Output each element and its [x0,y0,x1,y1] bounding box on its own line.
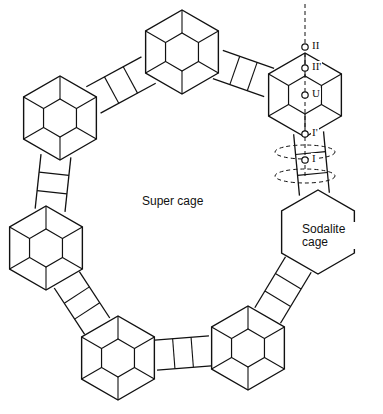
square-face-edge [24,97,44,109]
prism-edge [79,272,109,318]
square-face-edge [82,368,102,380]
sodalite-outline [212,306,285,390]
prism-edge [265,291,291,307]
site-label: U [311,88,321,100]
cation-site [302,44,308,50]
prism-edge [54,288,84,334]
prism-edge [65,157,71,211]
hexagon-face [166,33,199,71]
square-face-edge [264,327,284,339]
cation-site [302,157,308,163]
square-face-edge [269,74,289,86]
cage-label: Super cage [142,195,203,208]
square-face-edge [247,306,248,329]
prism-edge [37,191,67,194]
prism-edge [213,79,264,97]
prism-edge [101,83,156,113]
prism-edge [191,337,193,367]
square-face-edge [82,337,102,349]
square-face-edge [45,206,46,229]
prism-edge [324,131,330,192]
square-face-edge [198,31,218,43]
square-face-edge [212,358,232,370]
square-face-edge [10,227,30,239]
prism-edge [298,173,328,176]
sodalite-outline [10,206,83,290]
square-face-edge [117,377,118,400]
site-label: II [311,40,320,52]
prism-edge [294,134,300,195]
square-face-edge [269,105,289,117]
square-face-edge [212,327,232,339]
square-face-edge [181,10,182,33]
square-face-edge [321,74,341,86]
site-axis [305,4,306,178]
cation-site [302,131,308,137]
sodalite-outline [82,316,155,400]
square-face-edge [117,316,118,339]
prism-edge [247,62,257,90]
prism-edge [123,67,137,93]
cation-site [302,65,308,71]
prism-edge [157,366,211,370]
square-face-edge [134,337,154,349]
prism-edge [223,50,274,68]
square-face-edge [198,62,218,74]
hexagon-face [44,99,77,137]
square-face-edge [45,267,46,290]
prism-edge [39,172,69,175]
prism-edge [275,274,301,290]
prism-edge [155,336,209,340]
square-face-edge [264,358,284,370]
square-face-edge [24,128,44,140]
square-face-edge [146,62,166,74]
sodalite-outline [146,10,219,94]
cation-site [302,92,308,98]
prism-edge [104,77,118,103]
site-label: I' [311,127,319,139]
square-face-edge [62,227,82,239]
site-label: I [311,153,317,165]
square-face-edge [59,137,60,160]
square-face-edge [62,258,82,270]
square-face-edge [76,128,96,140]
cage-label: Sodalite cage [300,222,356,249]
square-face-edge [10,258,30,270]
site-label: II' [311,61,322,73]
prism-edge [64,287,89,303]
prism-ring [275,169,335,183]
sodalite-outline [24,76,97,160]
prism-edge [86,57,141,87]
prism-edge [230,56,240,84]
square-face-edge [134,368,154,380]
prism-edge [173,339,175,369]
hexagon-face [102,339,135,377]
hexagon-face [30,229,63,267]
prism-edge [75,303,100,319]
square-face-edge [247,367,248,390]
square-face-edge [181,71,182,94]
hexagon-face [232,329,265,367]
square-face-edge [146,31,166,43]
square-face-edge [76,97,96,109]
square-face-edge [321,105,341,117]
prism-edge [35,154,41,208]
square-face-edge [59,76,60,99]
